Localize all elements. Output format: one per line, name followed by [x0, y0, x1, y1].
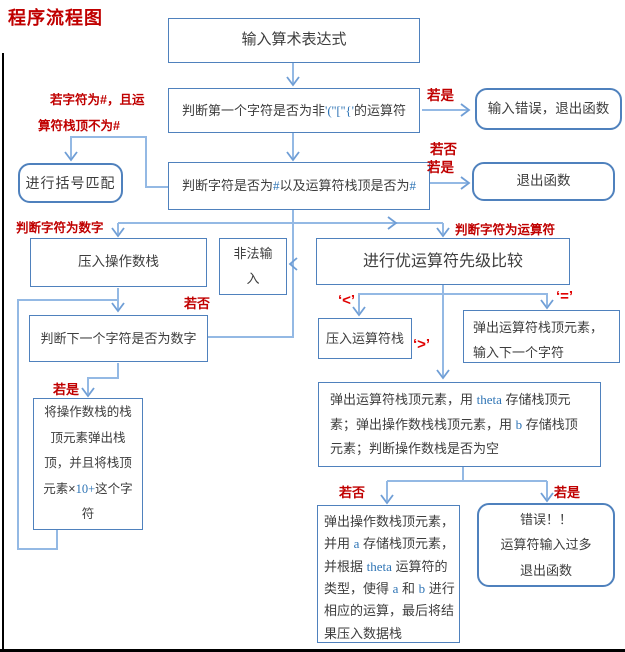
node-text: 进行优运算符先级比较	[362, 252, 523, 270]
text-part: 10+	[75, 481, 96, 496]
text-part: theta	[366, 558, 392, 574]
text-part: b	[418, 581, 426, 597]
flow-node-exit-function: 退出函数	[472, 162, 615, 201]
edge-label-less-than: ‘<’	[338, 292, 356, 309]
flow-node-check-hash: 判断字符是否为#以及运算符栈顶是否为#	[168, 162, 430, 210]
node-text: 输入算术表达式	[241, 31, 347, 49]
node-text: 判断字符是否为#以及运算符栈顶是否为#	[182, 176, 416, 196]
edge-label-yes-4: 若是	[554, 485, 581, 500]
flow-node-compare-priority: 进行优运算符先级比较	[316, 238, 570, 285]
text-part: 判断第一个字符是否为非	[182, 102, 326, 118]
text-line: 运算符输入过多	[500, 537, 592, 553]
text-part: 弹出操作数栈顶元素，并用	[324, 514, 455, 552]
edge-label-char-is-digit: 判断字符为数字	[16, 221, 104, 235]
edge-label-hash-condition: 若字符为#，且运 算符栈顶不为#	[38, 88, 144, 139]
page-edge-bottom	[0, 649, 625, 652]
text-line: 若字符为#，且运	[50, 93, 145, 107]
edge-label-greater-than: ‘>’	[413, 336, 431, 353]
edge-label-no-1: 若否	[430, 142, 457, 157]
node-text: 将操作数栈的栈顶元素弹出栈顶，并且将栈顶元素×10+这个字符	[34, 400, 142, 528]
flow-node-check-next-digit: 判断下一个字符是否为数字	[29, 315, 208, 362]
flow-node-pop-operator-next-char: 弹出运算符栈顶元素，输入下一个字符	[463, 310, 620, 363]
edge-label-yes-1: 若是	[427, 88, 454, 103]
text-part: a	[353, 536, 360, 552]
text-part: 存储栈顶元素；判断操作数栈是否为空	[330, 416, 578, 457]
text-part: theta	[476, 392, 502, 407]
node-text: 弹出运算符栈顶元素，用 theta 存储栈顶元素；弹出操作数栈栈顶元素，用 b …	[319, 383, 600, 467]
text-part: 存储栈顶元素，并根据	[324, 536, 455, 574]
flow-node-push-operand-stack: 压入操作数栈	[30, 238, 207, 287]
node-text: 退出函数	[516, 173, 571, 189]
text-line: 错误！！	[519, 511, 572, 527]
node-text: 弹出运算符栈顶元素，输入下一个字符	[473, 320, 604, 360]
text-part: 弹出运算符栈顶元素，用	[330, 392, 477, 407]
edge-label-yes-3: 若是	[53, 382, 80, 397]
flow-node-check-first-char: 判断第一个字符是否为非'(''[''{'的运算符	[168, 88, 420, 133]
flow-node-bracket-match: 进行括号匹配	[18, 163, 123, 203]
node-text: 进行括号匹配	[25, 174, 116, 191]
text-part: 这个字符	[81, 481, 133, 522]
text-part: #	[273, 178, 280, 194]
edge-label-char-is-operator: 判断字符为运算符	[455, 223, 556, 237]
text-line: 退出函数	[519, 562, 572, 578]
flow-node-start: 输入算术表达式	[168, 18, 420, 63]
text-line: 算符栈顶不为#	[38, 118, 120, 133]
text-part: a	[392, 581, 399, 597]
text-part: 进行相应的运算，最后将结果压入数据栈	[324, 581, 455, 641]
flow-node-push-operator-stack: 压入运算符栈	[318, 318, 412, 359]
text-part: 和	[398, 581, 419, 597]
edge-label-yes-2: 若是	[427, 160, 454, 175]
text-part: 存储栈顶元素；弹出操作数栈栈顶元素，用	[330, 392, 571, 432]
node-text: 判断下一个字符是否为数字	[40, 330, 197, 346]
flow-node-pop-theta-b: 弹出运算符栈顶元素，用 theta 存储栈顶元素；弹出操作数栈栈顶元素，用 b …	[318, 382, 601, 467]
flow-node-error-too-many-operators: 错误！！ 运算符输入过多 退出函数	[477, 503, 615, 587]
node-text: 弹出操作数栈顶元素，并用 a 存储栈顶元素，并根据 theta 运算符的类型，使…	[318, 506, 459, 650]
node-text: 输入错误，退出函数	[487, 100, 610, 116]
flow-node-input-error: 输入错误，退出函数	[475, 88, 622, 130]
text-part: '(''[''{'	[325, 102, 354, 118]
text-part: b	[515, 416, 523, 432]
page-title: 程序流程图	[8, 8, 103, 28]
node-text: 判断第一个字符是否为非'(''[''{'的运算符	[182, 101, 406, 121]
flow-node-compute-result: 弹出操作数栈顶元素，并用 a 存储栈顶元素，并根据 theta 运算符的类型，使…	[317, 505, 460, 643]
node-text: 压入操作数栈	[78, 254, 159, 270]
text-part: #	[409, 178, 417, 194]
text-part: 将操作数栈的栈顶元素弹出栈顶，并且将栈顶元素×	[43, 404, 132, 496]
text-part: 以及运算符栈顶是否为	[279, 178, 410, 194]
text-part: 的运算符	[353, 102, 406, 118]
text-part: 运算符的类型，使得	[324, 558, 448, 597]
node-text: 压入运算符栈	[325, 330, 404, 346]
text-part: 判断字符是否为	[181, 178, 273, 194]
node-text: 错误！！ 运算符输入过多 退出函数	[500, 507, 591, 583]
edge-label-equal: ‘=’	[556, 288, 574, 305]
node-text: 非法输入	[233, 245, 273, 286]
flow-node-multiply-accumulate: 将操作数栈的栈顶元素弹出栈顶，并且将栈顶元素×10+这个字符	[33, 398, 143, 530]
flow-node-illegal-input: 非法输入	[219, 238, 287, 295]
edge-label-no-3: 若否	[339, 485, 366, 500]
edge-label-no-2: 若否	[184, 296, 211, 311]
page-edge-left	[2, 53, 4, 652]
